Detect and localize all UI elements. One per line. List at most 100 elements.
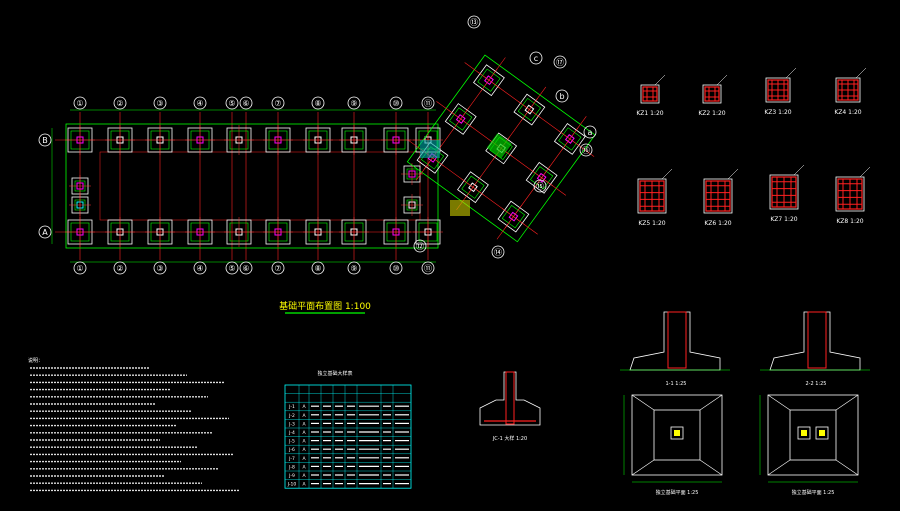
axis-bottom-2-label: ② (116, 264, 123, 273)
col-stirrup (771, 176, 797, 208)
axis-wing-3-circle (491, 245, 505, 259)
fplan-column (670, 426, 684, 440)
axis-left-b-label: B (42, 136, 48, 145)
column-detail-kz5: KZ5 1:20 (637, 168, 673, 227)
fplan-column (797, 426, 811, 440)
footing-plan-1: 独立基础平面 1:25 (623, 394, 723, 496)
axis-wing-letter-3-label: a (588, 128, 593, 137)
footing-row-b (263, 125, 293, 155)
axis-bottom-6-circle (239, 261, 253, 275)
table-cell-id: J-2 (288, 413, 295, 419)
table-cell-type: A (302, 430, 306, 436)
col-label: KZ5 1:20 (638, 220, 665, 227)
axis-bottom-2-circle (113, 261, 127, 275)
axis-top-9-circle (347, 96, 361, 110)
footing-row-a (263, 217, 293, 247)
col-outline (640, 84, 660, 104)
fplan-column-core (674, 430, 680, 436)
axis-bottom-10-circle (389, 261, 403, 275)
footing-row-a (185, 217, 215, 247)
table-cell-id: J-3 (288, 421, 295, 427)
detail-outline (479, 371, 541, 426)
col-leader (859, 166, 871, 178)
axis-bottom-5-circle (225, 261, 239, 275)
fplan-outer (631, 394, 723, 476)
axis-bottom-8-label: ⑧ (314, 264, 321, 273)
fplan-column-core (801, 430, 807, 436)
footing-axis-v (533, 166, 551, 190)
col-leader (727, 168, 739, 180)
section-outline (769, 311, 861, 371)
col-leader (661, 168, 673, 180)
footing-mid-right (401, 163, 423, 185)
axis-top-11-label: ⑪ (424, 99, 432, 108)
footing-row-b (339, 125, 369, 155)
wing-footing (444, 103, 477, 135)
col-stirrup (837, 178, 863, 210)
wing-stair-core (486, 133, 512, 159)
fplan-column (815, 426, 829, 440)
axis-left-b-circle (38, 133, 52, 147)
col-stirrup (642, 86, 658, 102)
building-outline (65, 123, 439, 249)
wing-footing (497, 200, 530, 233)
fplan-label: 独立基础平面 1:25 (792, 489, 835, 496)
footing-row-b (185, 125, 215, 155)
plan-footings (65, 125, 443, 247)
axis-bottom-10-label: ⑩ (392, 264, 399, 273)
detail-label: JC-1 大样 1:20 (492, 435, 527, 442)
section-2-2: 2-2 1:25 (760, 311, 870, 387)
col-outline (703, 178, 733, 214)
axis-bottom-9-circle (347, 261, 361, 275)
axis-bottom-3-circle (153, 261, 167, 275)
table-cell-type: A (302, 447, 306, 453)
axis-bottom-5-label: ⑤ (228, 264, 235, 273)
column-detail-kz4: KZ4 1:20 (834, 67, 867, 116)
axis-top-7-label: ⑦ (274, 99, 281, 108)
axis-top-1-label: ① (76, 99, 83, 108)
footing-mid-right-2 (401, 194, 423, 216)
footing-row-b (105, 125, 135, 155)
footing-row-a (65, 217, 95, 247)
section-1-1: 1-1 1:25 (620, 311, 730, 387)
col-outline (835, 77, 861, 103)
table-cell-type: A (302, 413, 306, 419)
axis-wing-2-circle (467, 15, 481, 29)
axis-top-3-label: ③ (156, 99, 163, 108)
table-cell-id: J-8 (288, 464, 295, 470)
footing-row-b (381, 125, 411, 155)
table-cell-type: A (302, 473, 306, 479)
fplan-step (789, 409, 837, 461)
section-label: 1-1 1:25 (666, 381, 687, 387)
axis-wing-6-label: ⑰ (556, 58, 564, 67)
axis-bottom-8-circle (311, 261, 325, 275)
col-leader (716, 74, 728, 86)
axis-wing-letter-1-circle (529, 51, 543, 65)
footing-row-b (145, 125, 175, 155)
col-label: KZ4 1:20 (834, 109, 861, 116)
footing-axis-v (480, 68, 498, 92)
axis-wing-3-label: ⑭ (494, 248, 502, 257)
column-detail-kz3: KZ3 1:20 (764, 67, 797, 116)
axis-top-3-circle (153, 96, 167, 110)
axis-left-a-circle (38, 225, 52, 239)
fplan-slope (835, 459, 859, 476)
footing-plan-2: 独立基础平面 1:25 (759, 394, 859, 496)
axis-top-10-circle (389, 96, 403, 110)
table-cell-id: J-7 (288, 456, 295, 462)
plan-grid (51, 109, 440, 263)
fplan-label: 独立基础平面 1:25 (656, 489, 699, 496)
table-cell-type: A (302, 421, 306, 427)
footing-row-a (224, 217, 254, 247)
col-label: KZ8 1:20 (836, 218, 863, 225)
col-stirrup (767, 79, 789, 101)
footing-axis-v (504, 205, 522, 229)
table-cell-id: J-4 (288, 430, 295, 436)
column-detail-kz6: KZ6 1:20 (703, 168, 739, 227)
footing-row-a (145, 217, 175, 247)
